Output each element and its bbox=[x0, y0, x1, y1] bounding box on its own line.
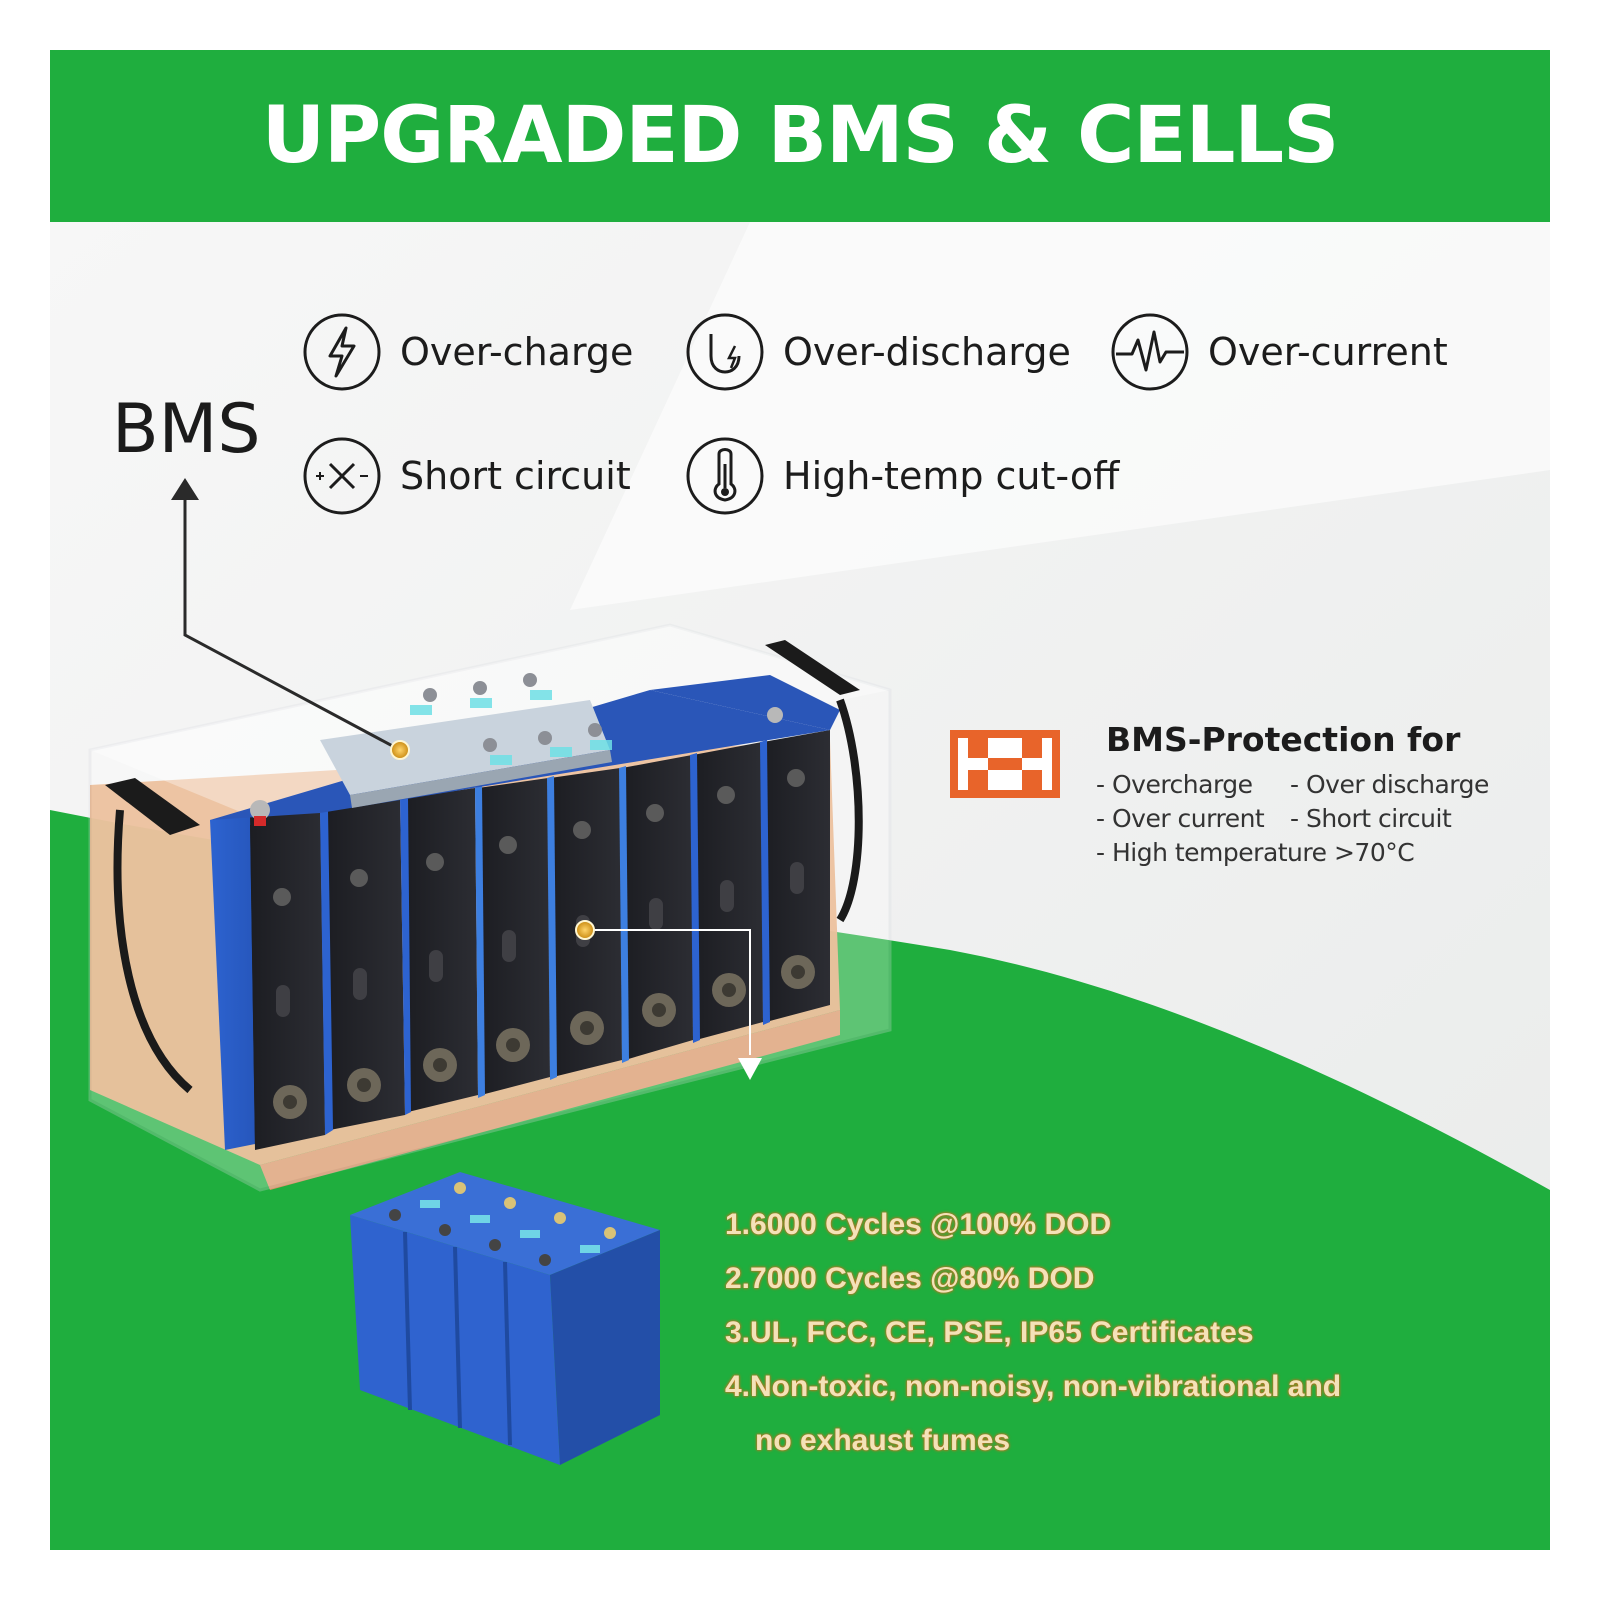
lightning-icon bbox=[303, 313, 381, 391]
product-infographic: UPGRADED BMS & CELLS BMS Over-charge Ove… bbox=[50, 50, 1550, 1550]
feature-label: Over-charge bbox=[400, 330, 634, 374]
feature-high-temp-cut-off: High-temp cut-off bbox=[685, 436, 1119, 516]
banner-title: UPGRADED BMS & CELLS bbox=[261, 91, 1340, 181]
feature-label: Short circuit bbox=[400, 454, 631, 498]
spec-item: 2.7000 Cycles @80% DOD bbox=[725, 1262, 1095, 1295]
protection-title: BMS-Protection for bbox=[1106, 720, 1461, 759]
pulse-wave-icon bbox=[1111, 313, 1189, 391]
feature-label: Over-current bbox=[1208, 330, 1448, 374]
spec-item: 1.6000 Cycles @100% DOD bbox=[725, 1208, 1112, 1241]
feature-short-circuit: Short circuit bbox=[302, 436, 631, 516]
spec-item: no exhaust fumes bbox=[755, 1424, 1011, 1457]
feature-over-charge: Over-charge bbox=[302, 312, 633, 392]
lfp-cell-pack bbox=[350, 1172, 660, 1465]
bms-label: BMS bbox=[112, 390, 261, 469]
feature-label: High-temp cut-off bbox=[783, 454, 1120, 498]
protection-item: - Overcharge bbox=[1096, 770, 1253, 799]
feature-label: Over-discharge bbox=[783, 330, 1071, 374]
protection-item: - High temperature >70°C bbox=[1096, 838, 1415, 867]
header-banner: UPGRADED BMS & CELLS bbox=[50, 50, 1550, 222]
bms-chip-icon bbox=[950, 730, 1060, 798]
bms-board bbox=[320, 673, 612, 808]
feature-over-current: Over-current bbox=[1110, 312, 1448, 392]
battery-illustration bbox=[50, 222, 1550, 1550]
magnet-bolt-icon bbox=[686, 313, 764, 391]
feature-over-discharge: Over-discharge bbox=[685, 312, 1071, 392]
protection-item: - Short circuit bbox=[1290, 804, 1452, 833]
spec-item: 3.UL, FCC, CE, PSE, IP65 Certificates bbox=[725, 1316, 1254, 1349]
short-circuit-x-icon bbox=[303, 437, 381, 515]
thermometer-icon bbox=[686, 437, 764, 515]
protection-item: - Over current bbox=[1096, 804, 1265, 833]
spec-item: 4.Non-toxic, non-noisy, non-vibrational … bbox=[725, 1370, 1342, 1403]
protection-item: - Over discharge bbox=[1290, 770, 1489, 799]
